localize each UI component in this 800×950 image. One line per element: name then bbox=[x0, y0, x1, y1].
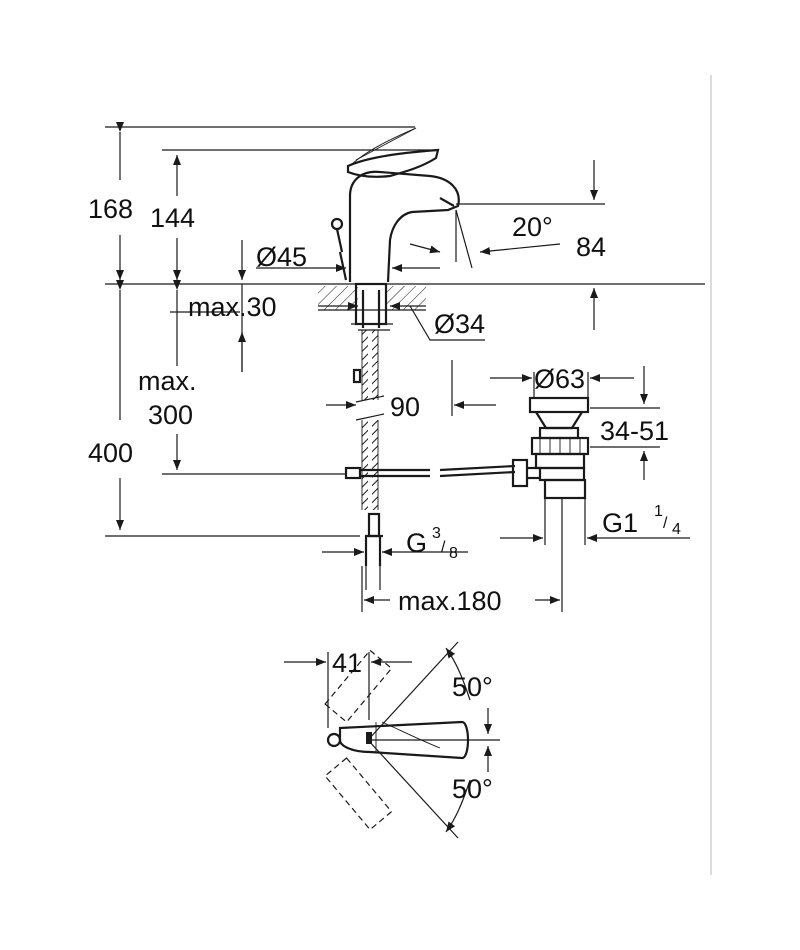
drain-assembly bbox=[511, 396, 590, 500]
svg-text:4: 4 bbox=[672, 521, 681, 538]
label-g1-14: G1 1 / 4 bbox=[602, 503, 681, 538]
svg-text:3: 3 bbox=[432, 525, 441, 542]
svg-text:/: / bbox=[441, 539, 446, 556]
svg-text:/: / bbox=[663, 515, 668, 532]
label-50deg-top: 50° bbox=[452, 672, 493, 702]
label-max: max. bbox=[138, 366, 197, 396]
label-d45: Ø45 bbox=[256, 242, 307, 272]
dimension-lines bbox=[105, 122, 690, 612]
label-84: 84 bbox=[576, 232, 606, 262]
faucet-side-view bbox=[105, 127, 705, 566]
label-g38: G 3 / 8 bbox=[406, 525, 458, 562]
svg-text:1: 1 bbox=[654, 503, 663, 520]
label-168: 168 bbox=[88, 194, 133, 224]
label-41: 41 bbox=[332, 648, 362, 678]
svg-text:G: G bbox=[406, 528, 427, 558]
label-d34: Ø34 bbox=[434, 309, 485, 339]
svg-text:8: 8 bbox=[449, 545, 458, 562]
label-400: 400 bbox=[88, 438, 133, 468]
label-50deg-bottom: 50° bbox=[452, 774, 493, 804]
label-max30: max.30 bbox=[188, 292, 277, 322]
label-144: 144 bbox=[150, 203, 195, 233]
svg-text:G1: G1 bbox=[602, 508, 638, 538]
label-20deg: 20° bbox=[512, 212, 553, 242]
label-90: 90 bbox=[390, 392, 420, 422]
label-300: 300 bbox=[148, 400, 193, 430]
label-max180: max.180 bbox=[398, 586, 502, 616]
faucet-top-view bbox=[284, 641, 500, 839]
label-d63: Ø63 bbox=[534, 364, 585, 394]
label-34-51: 34-51 bbox=[600, 416, 669, 446]
